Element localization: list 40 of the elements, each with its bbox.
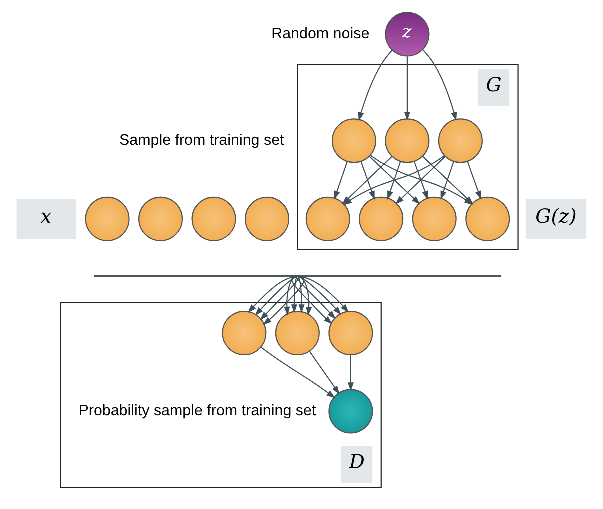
arrow (334, 161, 348, 200)
node-label: Probability sample from training set (78, 402, 316, 420)
node-bar (94, 275, 502, 278)
arrow (260, 346, 336, 398)
arrow (404, 56, 410, 121)
node-circle: z (385, 12, 430, 57)
node-label: Random noise (272, 25, 370, 42)
arrow (467, 161, 482, 200)
node-circle (438, 118, 483, 164)
node-box: G(z) (526, 199, 586, 240)
arrow (284, 276, 298, 316)
arrow (414, 161, 428, 200)
arrow (422, 49, 458, 122)
arrow (360, 161, 375, 200)
node-circle (245, 196, 290, 242)
cluster: G (297, 64, 519, 250)
node-circle (328, 389, 374, 434)
arrow (440, 161, 454, 200)
arrow (263, 276, 305, 326)
arrow (298, 276, 350, 313)
arrow (298, 276, 342, 316)
arrow (291, 276, 298, 314)
arrow (395, 156, 446, 205)
node-circle (332, 118, 376, 164)
arrow (348, 355, 354, 392)
arrow (298, 276, 312, 316)
node-circle (138, 196, 184, 242)
arrow (369, 156, 420, 205)
label: Sample from training set (119, 132, 284, 149)
arrow (248, 276, 298, 314)
node-circle (85, 196, 130, 242)
arrow (309, 351, 340, 395)
node-box: x (16, 199, 77, 240)
node-circle (275, 311, 320, 356)
node-circle (385, 118, 430, 164)
arrow (298, 276, 305, 314)
arrow (358, 50, 393, 122)
node-circle (222, 311, 267, 356)
node-circle (192, 196, 236, 242)
arrow (388, 161, 402, 200)
